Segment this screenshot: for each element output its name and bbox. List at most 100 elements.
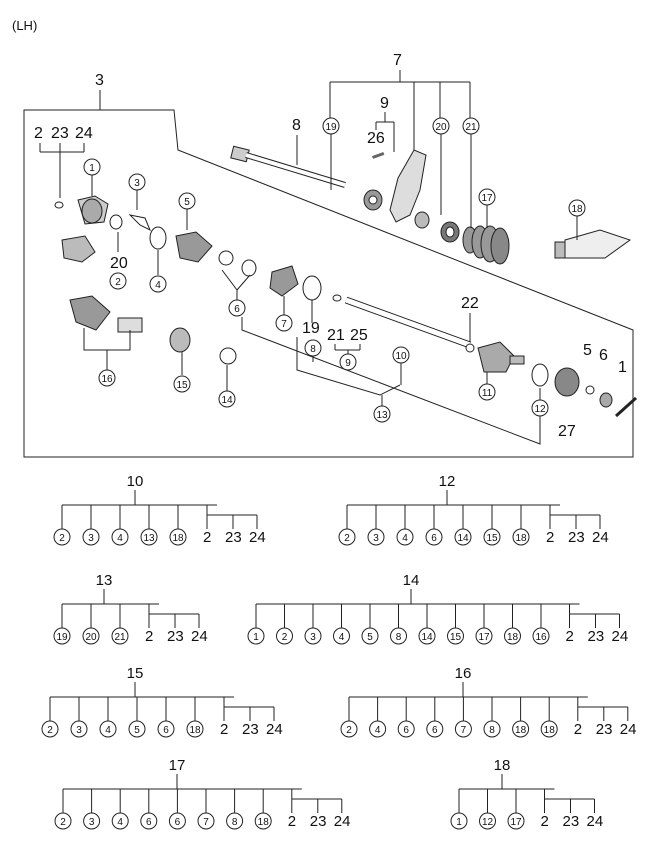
kit-tree-circled-part: 1 <box>247 627 265 645</box>
kit-tree-tail-part: 2 <box>541 813 549 830</box>
kit-tree-tail-part: 2 <box>145 628 153 645</box>
kit-tree-circled-part: 6 <box>426 720 444 738</box>
assembly-frame <box>23 109 634 458</box>
kit-tree-circled-part: 4 <box>99 720 117 738</box>
drive-shaft-8 <box>230 145 346 188</box>
bearing-bracket <box>363 149 460 243</box>
circled-6: 6 <box>234 304 240 315</box>
kit-tree-tail-part: 24 <box>587 813 604 830</box>
kit-tree-circled-part: 7 <box>454 720 472 738</box>
callout-22: 22 <box>461 295 479 312</box>
diagram-title: (LH) <box>12 18 37 33</box>
kit-tree-circled-part: 16 <box>532 627 550 645</box>
circled-15: 15 <box>176 380 188 391</box>
grease-tube-18 <box>554 229 632 259</box>
circled-13: 13 <box>376 410 388 421</box>
kit-tree-circled-part: 6 <box>157 720 175 738</box>
callout-6: 6 <box>599 347 608 364</box>
kit-tree-tail-part: 24 <box>191 628 208 645</box>
circled-1: 1 <box>89 163 95 174</box>
svg-text:6: 6 <box>431 533 437 544</box>
circled-17: 17 <box>481 193 493 204</box>
kit-tree-root: 13 <box>96 572 113 589</box>
callout-27: 27 <box>558 423 576 440</box>
kit-tree-circled-part: 15 <box>483 528 501 546</box>
svg-text:17: 17 <box>478 632 490 643</box>
kit-tree-tail-part: 24 <box>266 721 283 738</box>
kit-tree-circled-part: 2 <box>41 720 59 738</box>
kit-tree-circled-part: 18 <box>186 720 204 738</box>
circled-18: 18 <box>571 204 583 215</box>
kit-tree-circled-part: 4 <box>333 627 350 645</box>
kit-tree-tail-part: 2 <box>220 721 228 738</box>
svg-text:7: 7 <box>203 817 209 828</box>
circled-callouts: 19 20 21 1 3 5 17 18 2 4 6 7 8 9 10 16 1… <box>83 117 586 423</box>
circled-12: 12 <box>534 404 546 415</box>
kit-tree-circled-part: 2 <box>340 720 358 738</box>
kit-tree-circled-part: 15 <box>447 627 464 645</box>
kit-tree-circled-part: 13 <box>140 528 158 546</box>
svg-text:12: 12 <box>482 817 494 828</box>
kit-tree-circled-part: 6 <box>140 812 158 830</box>
kit-tree-root: 15 <box>127 665 144 682</box>
kit-tree-circled-part: 4 <box>111 812 129 830</box>
svg-text:3: 3 <box>88 533 94 544</box>
circled-8: 8 <box>310 344 316 355</box>
callout-1: 1 <box>618 359 627 376</box>
callout-20: 20 <box>110 255 128 272</box>
svg-text:4: 4 <box>117 817 123 828</box>
kit-tree-tail-part: 24 <box>592 529 609 546</box>
svg-text:6: 6 <box>146 817 152 828</box>
kit-tree-circled-part: 4 <box>396 528 414 546</box>
kit-tree-circled-part: 18 <box>169 528 187 546</box>
kit-tree-circled-part: 17 <box>475 627 493 645</box>
kit-tree-circled-part: 12 <box>479 812 496 830</box>
svg-text:2: 2 <box>59 533 65 544</box>
kit-tree-circled-part: 6 <box>168 812 186 830</box>
callout-23: 23 <box>51 125 69 142</box>
kit-tree-circled-part: 5 <box>361 627 379 645</box>
svg-text:5: 5 <box>134 725 140 736</box>
kit-tree-tail-part: 23 <box>568 529 585 546</box>
inner-joint-parts <box>477 341 638 418</box>
kit-tree-root: 18 <box>494 757 511 774</box>
svg-text:19: 19 <box>56 632 68 643</box>
callout-25: 25 <box>350 327 368 344</box>
circled-21: 21 <box>465 122 477 133</box>
svg-text:4: 4 <box>402 533 408 544</box>
svg-text:8: 8 <box>489 725 495 736</box>
kit-tree-root: 12 <box>439 473 456 490</box>
kit-tree-circled-part: 8 <box>226 812 244 830</box>
kit-tree-tail-part: 23 <box>563 813 580 830</box>
svg-text:15: 15 <box>486 533 498 544</box>
kit-tree-tail-part: 2 <box>288 813 296 830</box>
kit-tree-tail-part: 23 <box>596 721 613 738</box>
svg-text:14: 14 <box>421 632 433 643</box>
svg-text:18: 18 <box>507 632 519 643</box>
circled-11: 11 <box>482 388 493 399</box>
svg-text:3: 3 <box>310 632 316 643</box>
circled-3: 3 <box>134 178 140 189</box>
svg-text:3: 3 <box>76 725 82 736</box>
svg-text:21: 21 <box>114 632 126 643</box>
svg-text:6: 6 <box>403 725 409 736</box>
svg-text:8: 8 <box>396 632 402 643</box>
kit-tree-circled-part: 18 <box>512 720 530 738</box>
callout-21: 21 <box>327 327 345 344</box>
circled-2: 2 <box>115 277 121 288</box>
svg-text:8: 8 <box>232 817 238 828</box>
svg-text:2: 2 <box>47 725 53 736</box>
kit-tree-tail-part: 23 <box>225 529 242 546</box>
kit-tree-circled-part: 18 <box>504 627 521 645</box>
kit-tree-tail-part: 2 <box>546 529 554 546</box>
svg-text:18: 18 <box>515 725 527 736</box>
kit-tree-circled-part: 3 <box>83 812 101 830</box>
kit-tree-circled-part: 14 <box>418 627 436 645</box>
kit-tree-circled-part: 17 <box>507 812 525 830</box>
svg-text:20: 20 <box>85 632 97 643</box>
kit-tree-tail-part: 23 <box>167 628 184 645</box>
kit-tree-circled-part: 5 <box>128 720 146 738</box>
circled-7: 7 <box>281 319 287 330</box>
svg-text:6: 6 <box>432 725 438 736</box>
